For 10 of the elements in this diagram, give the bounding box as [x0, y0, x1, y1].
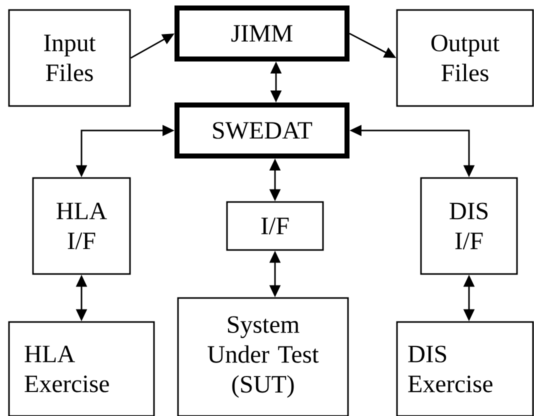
process-box: HLA I/F — [32, 177, 131, 275]
process-box: Input Files — [8, 9, 131, 107]
process-box: Output Files — [396, 9, 534, 107]
process-box: DIS I/F — [420, 177, 518, 275]
process-box: HLA Exercise — [8, 321, 155, 416]
process-box: JIMM — [174, 6, 350, 62]
process-box: DIS Exercise — [396, 321, 534, 416]
process-box: System Under Test (SUT) — [177, 297, 349, 416]
process-box: I/F — [226, 201, 324, 251]
process-box: SWEDAT — [174, 102, 350, 158]
